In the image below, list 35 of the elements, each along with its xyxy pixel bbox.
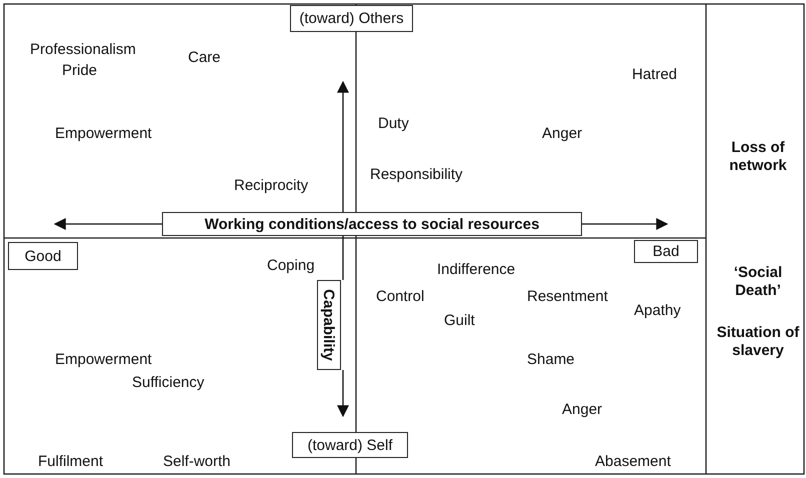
emotion-label: Fulfilment <box>38 453 104 471</box>
emotion-label: Apathy <box>634 302 681 320</box>
arrow <box>337 80 349 212</box>
emotion-label: Sufficiency <box>132 374 204 392</box>
emotion-label: Indifference <box>437 261 516 279</box>
axis-label-box: Working conditions/access to social resources <box>162 212 582 236</box>
arrow <box>337 370 349 418</box>
emotion-label: Duty <box>378 115 409 133</box>
arrow <box>54 218 162 230</box>
pole-label-box: Good <box>8 242 78 270</box>
emotion-label: Resentment <box>527 288 608 306</box>
emotion-label: Empowerment <box>55 351 152 369</box>
emotion-label: Empowerment <box>55 125 152 143</box>
emotion-label: Pride <box>62 62 98 80</box>
arrow <box>582 218 668 230</box>
emotion-label: Guilt <box>444 312 475 330</box>
emotion-label: Self-worth <box>163 453 231 471</box>
emotion-label: Hatred <box>632 66 678 84</box>
emotion-label: Care <box>188 49 221 67</box>
outcome-label: Situation of slavery <box>716 324 800 360</box>
emotion-label: Responsibility <box>370 166 463 184</box>
emotion-label: Coping <box>267 257 315 275</box>
pole-label-box: Bad <box>634 240 698 263</box>
emotion-label: Reciprocity <box>234 177 308 195</box>
emotion-label: Control <box>376 288 424 306</box>
outcome-label: ‘Social Death’ <box>732 264 784 300</box>
pole-label-box: (toward) Others <box>290 5 413 32</box>
emotion-label: Professionalism <box>30 41 136 59</box>
axis-label-box: Capability <box>317 280 341 370</box>
emotion-label: Anger <box>542 125 582 143</box>
pole-label-box: (toward) Self <box>292 432 408 458</box>
emotion-label: Shame <box>527 351 575 369</box>
emotion-label: Anger <box>562 401 602 419</box>
outcome-label: Loss of network <box>728 139 788 175</box>
emotion-label: Abasement <box>595 453 671 471</box>
